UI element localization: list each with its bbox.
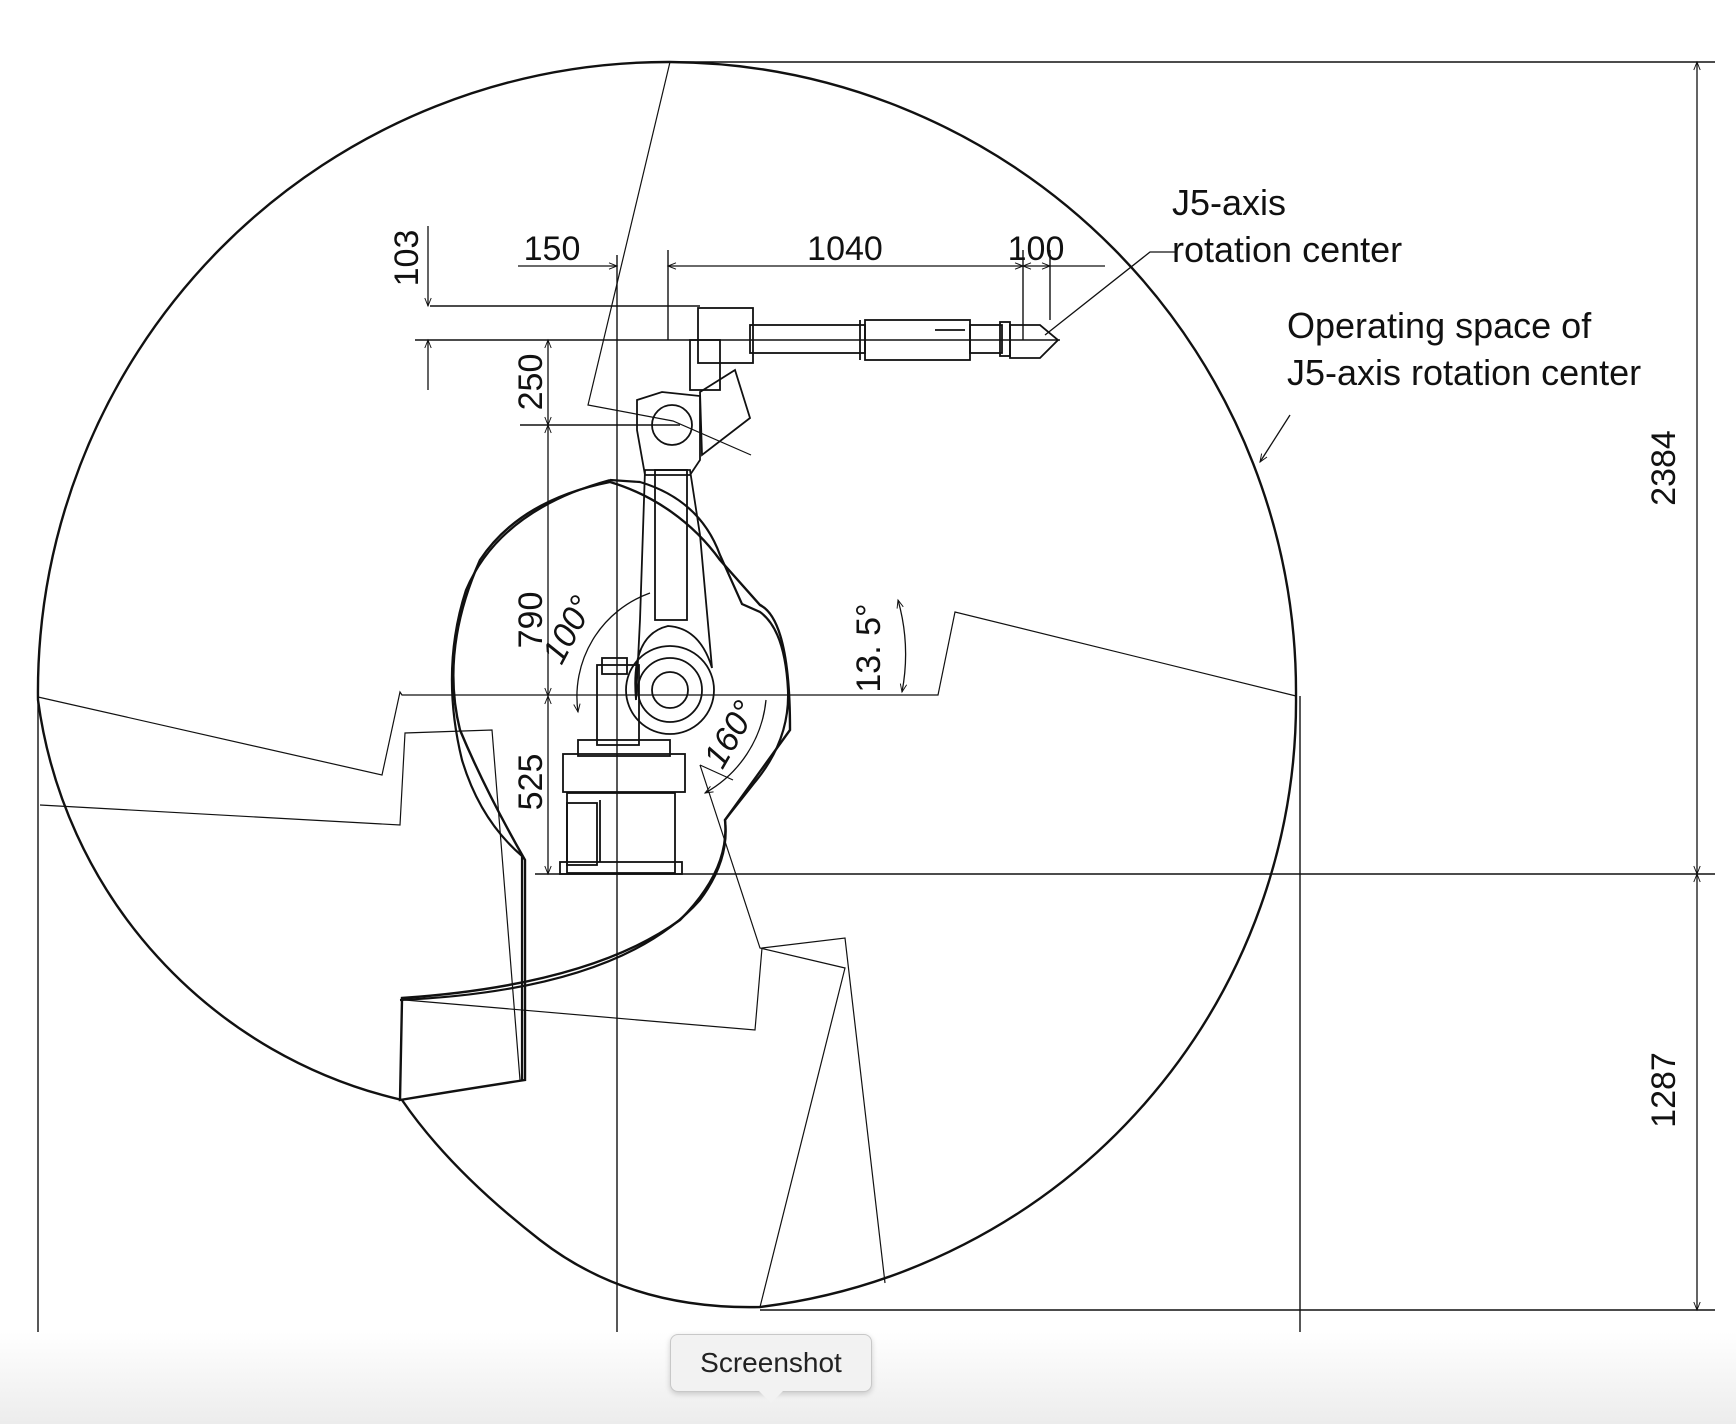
space-label-line2: J5-axis rotation center: [1287, 352, 1641, 393]
dim-height-up: 2384: [1645, 430, 1683, 506]
robot-base: [566, 792, 676, 874]
j5-label-line2: rotation center: [1172, 229, 1402, 270]
elbow: [636, 391, 701, 476]
lower-arm: [634, 469, 713, 701]
dim-offset-150: 150: [524, 230, 581, 268]
forearm: [697, 307, 754, 364]
dim-height-down: 1287: [1645, 1052, 1683, 1128]
tooltip-tail: [757, 1389, 785, 1403]
dim-link-790: 790: [512, 592, 550, 649]
wrist: [1009, 324, 1060, 359]
dim-wrist-100: 100: [1008, 230, 1065, 268]
dim-base-525: 525: [512, 754, 550, 811]
dim-link-250: 250: [512, 354, 550, 411]
dim-arm-1040: 1040: [807, 230, 883, 268]
inner-boundary-bottom: [399, 478, 790, 1002]
space-label-line1: Operating space of: [1287, 305, 1592, 346]
angle-13-5: 13. 5°: [850, 603, 888, 692]
dim-offset-103: 103: [388, 230, 426, 287]
robot-outline: [559, 307, 1060, 875]
inner-boundary-left: [450, 478, 611, 1080]
inner-cavity-boundary: [398, 480, 792, 1102]
angle-160: 160°: [696, 695, 764, 775]
screenshot-tooltip: Screenshot: [670, 1334, 872, 1392]
sweep-lines: [37, 61, 1297, 1308]
operating-space-boundary: [36, 60, 1298, 1309]
j5-label-line1: J5-axis: [1172, 182, 1286, 223]
